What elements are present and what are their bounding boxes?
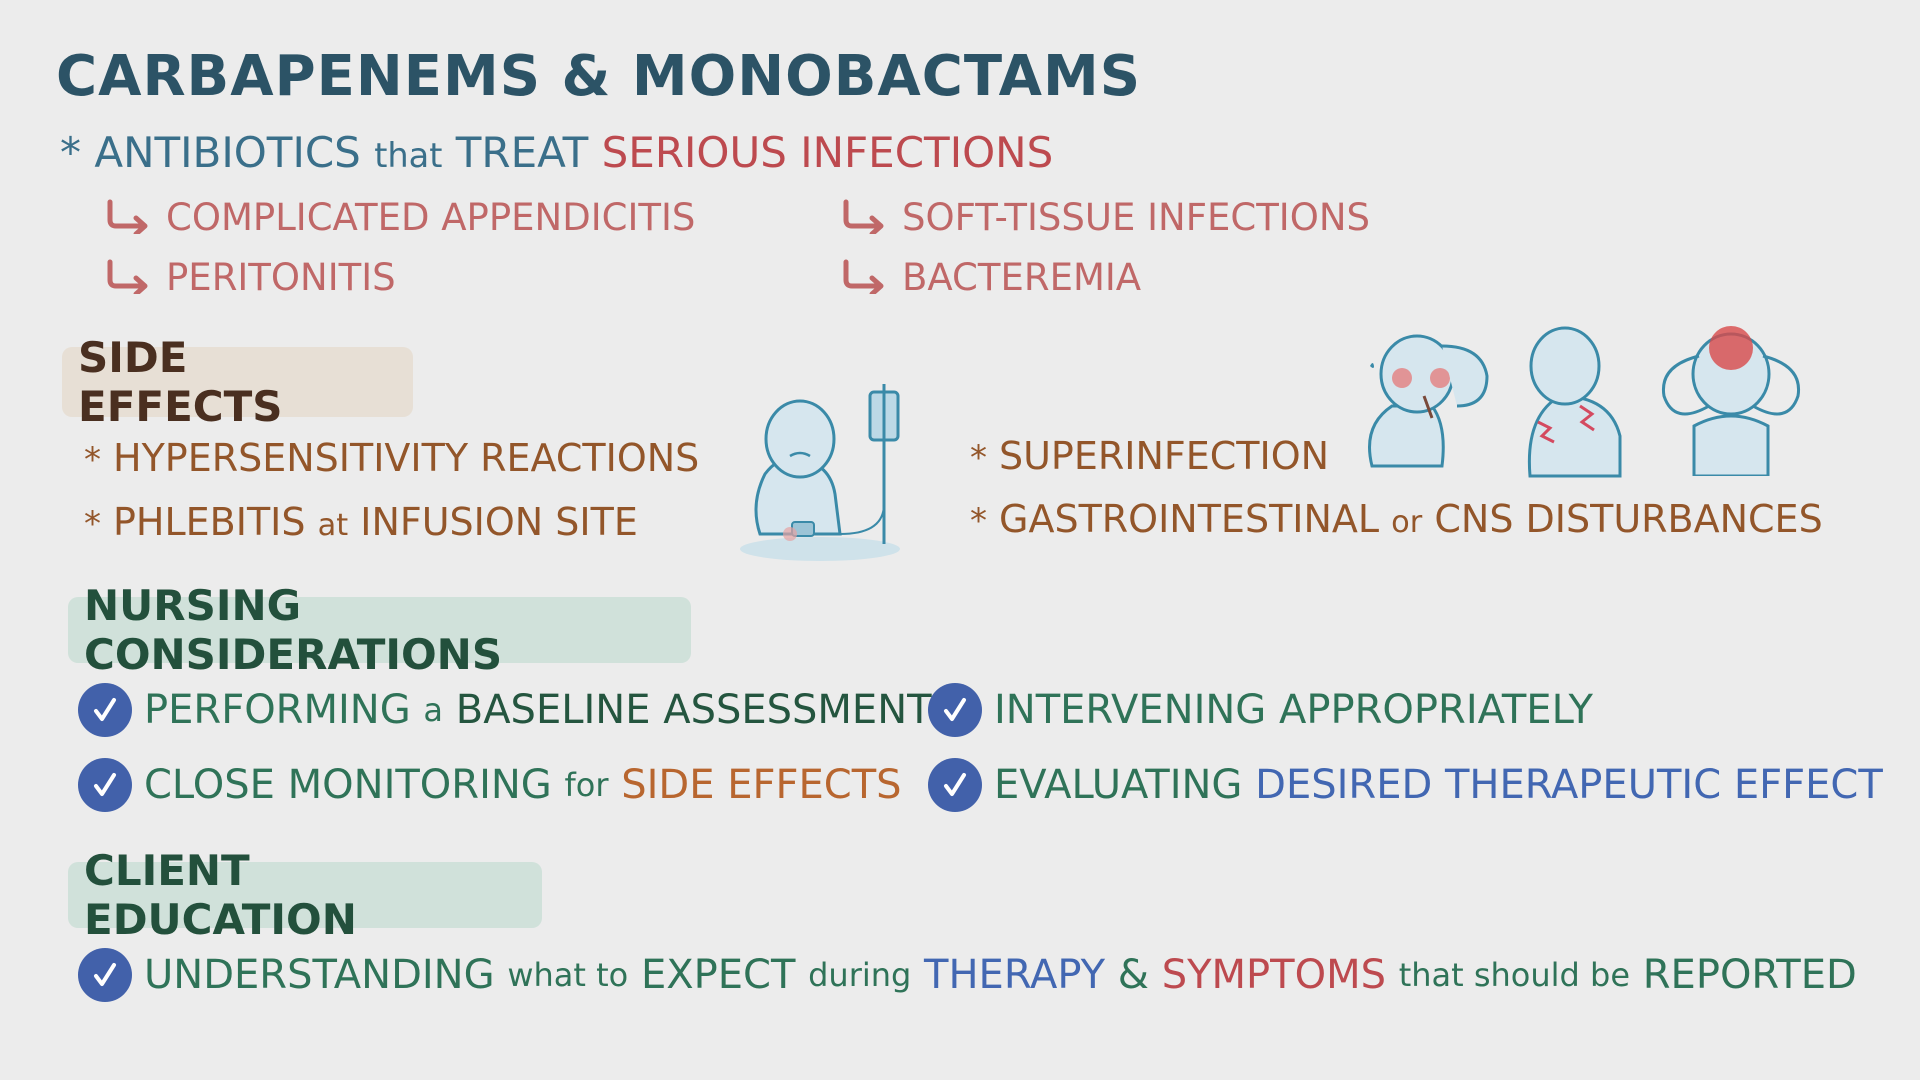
infection-item: SOFT-TISSUE INFECTIONS — [840, 196, 1370, 239]
checkmark-icon — [78, 683, 132, 737]
side-effect-item: *GASTROINTESTINAL or CNS DISTURBANCES — [970, 497, 1823, 541]
curved-arrow-icon — [107, 199, 148, 234]
curved-arrow-icon — [107, 259, 148, 294]
side-effects-header: SIDE EFFECTS — [62, 333, 413, 431]
asterisk-icon: * — [84, 504, 101, 544]
intro-treat: TREAT — [455, 128, 589, 177]
nursing-item: INTERVENING APPROPRIATELY — [928, 683, 1593, 737]
asterisk-icon: * — [970, 501, 987, 541]
asterisk-icon: * — [84, 440, 101, 480]
side-effect-item: *HYPERSENSITIVITY REACTIONS — [84, 436, 700, 480]
intro-that: that — [374, 136, 443, 175]
fever-illustration — [1368, 334, 1489, 468]
nursing-item: EVALUATING DESIRED THERAPEUTIC EFFECT — [928, 758, 1883, 812]
intro-line: * ANTIBIOTICS that TREAT SERIOUS INFECTI… — [60, 128, 1053, 177]
nursing-considerations-header: NURSING CONSIDERATIONS — [68, 581, 691, 679]
side-effect-item: *SUPERINFECTION — [970, 434, 1330, 478]
abdominal-pain-illustration — [1527, 326, 1622, 478]
curved-arrow-icon — [843, 199, 884, 234]
curved-arrow-icon — [843, 259, 884, 294]
nursing-item: CLOSE MONITORING for SIDE EFFECTS — [78, 758, 902, 812]
infection-item: PERITONITIS — [104, 256, 396, 299]
side-effect-item: *PHLEBITIS at INFUSION SITE — [84, 500, 638, 544]
client-education-item: UNDERSTANDING what to EXPECT during THER… — [78, 948, 1857, 1002]
checkmark-icon — [78, 758, 132, 812]
nursing-item: PERFORMING a BASELINE ASSESSMENT — [78, 683, 932, 737]
checkmark-icon — [928, 683, 982, 737]
client-education-header: CLIENT EDUCATION — [68, 846, 542, 944]
checkmark-icon — [78, 948, 132, 1002]
patient-iv-illustration — [740, 384, 900, 561]
infection-item: BACTEREMIA — [840, 256, 1141, 299]
asterisk-icon: * — [970, 438, 987, 478]
infection-item: COMPLICATED APPENDICITIS — [104, 196, 695, 239]
intro-serious-infections: SERIOUS INFECTIONS — [601, 128, 1054, 177]
intro-antibiotics: ANTIBIOTICS — [94, 128, 361, 177]
page-title: CARBAPENEMS & MONOBACTAMS — [56, 44, 1142, 109]
checkmark-icon — [928, 758, 982, 812]
headache-illustration — [1661, 326, 1801, 476]
asterisk-icon: * — [60, 128, 81, 177]
